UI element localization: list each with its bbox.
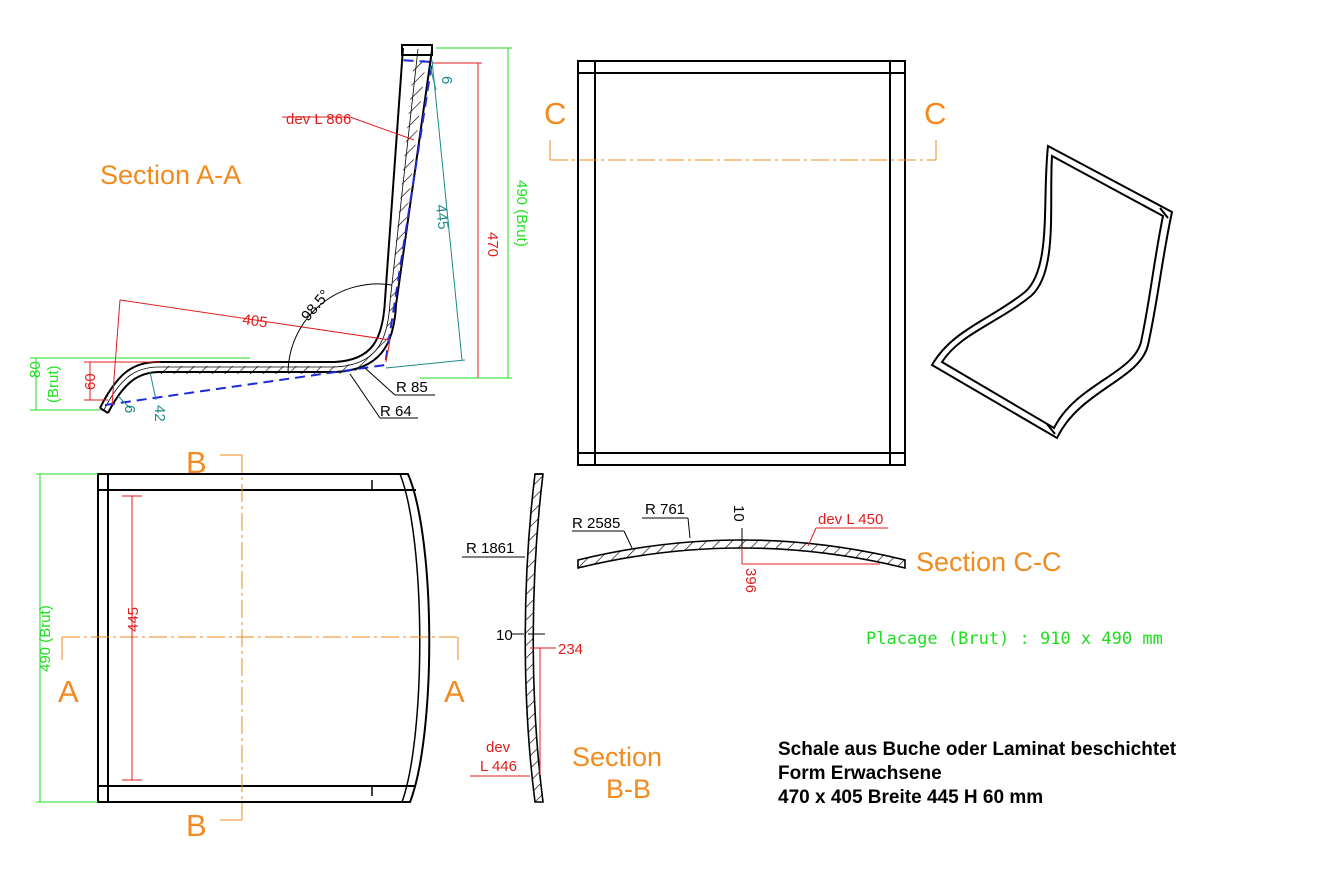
red-dimensions	[84, 62, 482, 406]
dim-l-446: L 446	[480, 758, 517, 775]
dim-10-c: 10	[730, 505, 747, 522]
dim-80: 80	[27, 361, 44, 378]
dim-445: 445	[432, 204, 452, 231]
title-line-material: Schale aus Buche oder Laminat beschichte…	[778, 739, 1177, 760]
mold-outline	[104, 59, 434, 406]
angle-and-radius-leaders	[287, 283, 435, 419]
dim-r64: R 64	[380, 403, 412, 420]
front-view-dimensions	[36, 473, 142, 803]
front-view	[61, 454, 459, 821]
dim-234: 234	[558, 641, 583, 658]
cut-mark-a-right: A	[444, 674, 465, 709]
isometric-view	[930, 144, 1174, 440]
title-line-form: Form Erwachsene	[778, 763, 942, 784]
dim-42: 42	[151, 405, 168, 422]
label-section-c-c: Section C-C	[916, 547, 1062, 577]
dim-470: 470	[484, 232, 501, 257]
dim-396: 396	[742, 568, 759, 593]
cut-mark-b-bottom: B	[186, 808, 207, 843]
dim-60: 60	[82, 373, 99, 390]
dim-80-brut: (Brut)	[45, 365, 62, 403]
shell-hatching	[160, 60, 426, 374]
cut-mark-c-right: C	[924, 96, 946, 131]
label-section-b-b-line1: Section	[572, 742, 662, 772]
green-dimensions	[30, 47, 512, 411]
label-section-a-a: Section A-A	[100, 160, 241, 190]
shell-profile-outer	[99, 47, 404, 409]
dim-r761: R 761	[645, 501, 685, 518]
dim-405: 405	[241, 311, 268, 331]
dim-r1861: R 1861	[466, 540, 514, 557]
dim-dev: dev	[486, 739, 511, 756]
shell-top-edge	[401, 44, 433, 56]
dim-r85: R 85	[396, 379, 428, 396]
title-block: Schale aus Buche oder Laminat beschichte…	[778, 738, 1176, 810]
dim-dev-l-866: dev L 866	[286, 111, 351, 128]
cut-mark-b-top: B	[186, 445, 207, 480]
dim-490-brut: 490 (Brut)	[513, 180, 530, 247]
dim-angle-98-5: 98.5°	[298, 287, 334, 325]
dim-dev-l-450: dev L 450	[818, 511, 883, 528]
dim-6-top: 6	[438, 76, 455, 84]
dim-6-bottom: 6	[121, 405, 138, 413]
top-view	[549, 60, 937, 466]
cut-mark-a-left: A	[58, 674, 79, 709]
section-a-a-view: dev L 866 470 490 (Brut) 445 6 405 98.5°…	[27, 44, 530, 422]
dim-front-490-brut: 490 (Brut)	[37, 605, 54, 672]
shell-profile-inner	[107, 49, 433, 414]
veneer-note: Placage (Brut) : 910 x 490 mm	[866, 629, 1163, 649]
teal-dimensions	[117, 59, 466, 409]
title-line-size: 470 x 405 Breite 445 H 60 mm	[778, 787, 1044, 808]
dim-10-b: 10	[496, 627, 513, 644]
dim-front-445: 445	[125, 607, 142, 632]
cut-mark-c-left: C	[544, 96, 566, 131]
section-b-b-view	[462, 473, 556, 803]
label-section-b-b-line2: B-B	[606, 774, 651, 804]
dim-r2585: R 2585	[572, 515, 620, 532]
section-c-c-view	[572, 517, 906, 570]
